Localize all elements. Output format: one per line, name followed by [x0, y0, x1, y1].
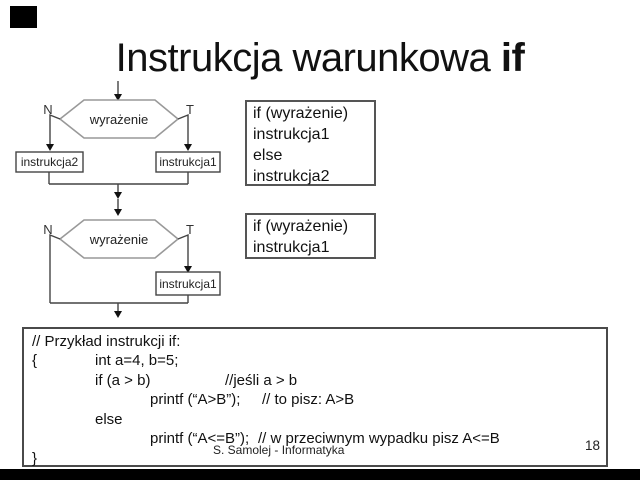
flowchart2-true-box-label: instrukcja1: [159, 277, 217, 291]
title-text: Instrukcja warunkowa: [115, 36, 501, 80]
flowchart-if-else: [15, 81, 221, 199]
code-segment: printf (“A<=B”);: [150, 430, 250, 447]
flowchart1-false-box-label: instrukcja2: [20, 155, 79, 169]
false-branch-line: [49, 113, 61, 145]
flowchart2-yes-label: T: [186, 222, 194, 237]
code-segment: printf (“A>B”);: [150, 391, 241, 408]
code-segment: // Przykład instrukcji if:: [32, 333, 181, 350]
syntax-box-if: if (wyrażenie) instrukcja1: [245, 213, 376, 259]
code-line: if (a > b) //jeśli a > b: [24, 372, 604, 391]
flowchart-if: [49, 199, 221, 318]
syntax-line: instrukcja1: [253, 239, 330, 256]
title-keyword: if: [500, 36, 525, 80]
code-segment: {: [32, 352, 38, 369]
code-segment: if (a > b): [95, 372, 151, 389]
code-line: // Przykład instrukcji if:: [24, 333, 604, 352]
top-left-mark: [10, 6, 37, 28]
flowchart2-no-label: N: [43, 222, 53, 237]
true-branch-line: [177, 113, 189, 145]
bottom-bar: [0, 469, 640, 480]
code-line: printf (“A<=B”); // w przeciwnym wypadku…: [24, 430, 604, 449]
true-arrowhead-icon: [184, 266, 192, 273]
syntax-line: instrukcja1: [253, 126, 330, 143]
code-line: else: [24, 411, 604, 430]
footer-author: S. Samolej - Informatyka: [213, 443, 345, 457]
code-segment: // w przeciwnym wypadku pisz A<=B: [258, 430, 500, 447]
code-segment: // to pisz: A>B: [262, 391, 355, 408]
entry-arrowhead-icon: [114, 209, 122, 216]
page-number: 18: [585, 438, 601, 453]
exit-arrowhead-icon: [114, 192, 122, 199]
false-arrowhead-icon: [46, 144, 54, 151]
syntax-line: instrukcja2: [253, 168, 330, 185]
flowchart1-condition-label: wyrażenie: [89, 112, 149, 127]
false-bypass-line: [49, 233, 61, 303]
code-line: printf (“A>B”); // to pisz: A>B: [24, 391, 604, 410]
flowchart2-condition-label: wyrażenie: [89, 232, 149, 247]
code-segment: }: [32, 450, 38, 467]
syntax-line: else: [253, 147, 283, 164]
flowchart1-no-label: N: [43, 102, 53, 117]
syntax-box-if-else: if (wyrażenie) instrukcja1 else instrukc…: [245, 100, 376, 186]
code-line: { int a=4, b=5;: [24, 352, 604, 371]
flowchart1-yes-label: T: [186, 102, 194, 117]
example-code-box: // Przykład instrukcji if: { int a=4, b=…: [22, 327, 608, 467]
slide-title: Instrukcja warunkowa if: [0, 36, 640, 81]
code-segment: //jeśli a > b: [225, 372, 298, 389]
syntax-line: if (wyrażenie): [253, 105, 349, 122]
code-segment: int a=4, b=5;: [95, 352, 179, 369]
exit-arrowhead-icon: [114, 311, 122, 318]
true-arrowhead-icon: [184, 144, 192, 151]
code-segment: else: [95, 411, 123, 428]
code-line: }: [24, 450, 604, 469]
flowchart1-true-box-label: instrukcja1: [159, 155, 217, 169]
syntax-line: if (wyrażenie): [253, 218, 349, 235]
true-branch-line: [177, 233, 189, 267]
entry-arrowhead-icon: [114, 94, 122, 101]
